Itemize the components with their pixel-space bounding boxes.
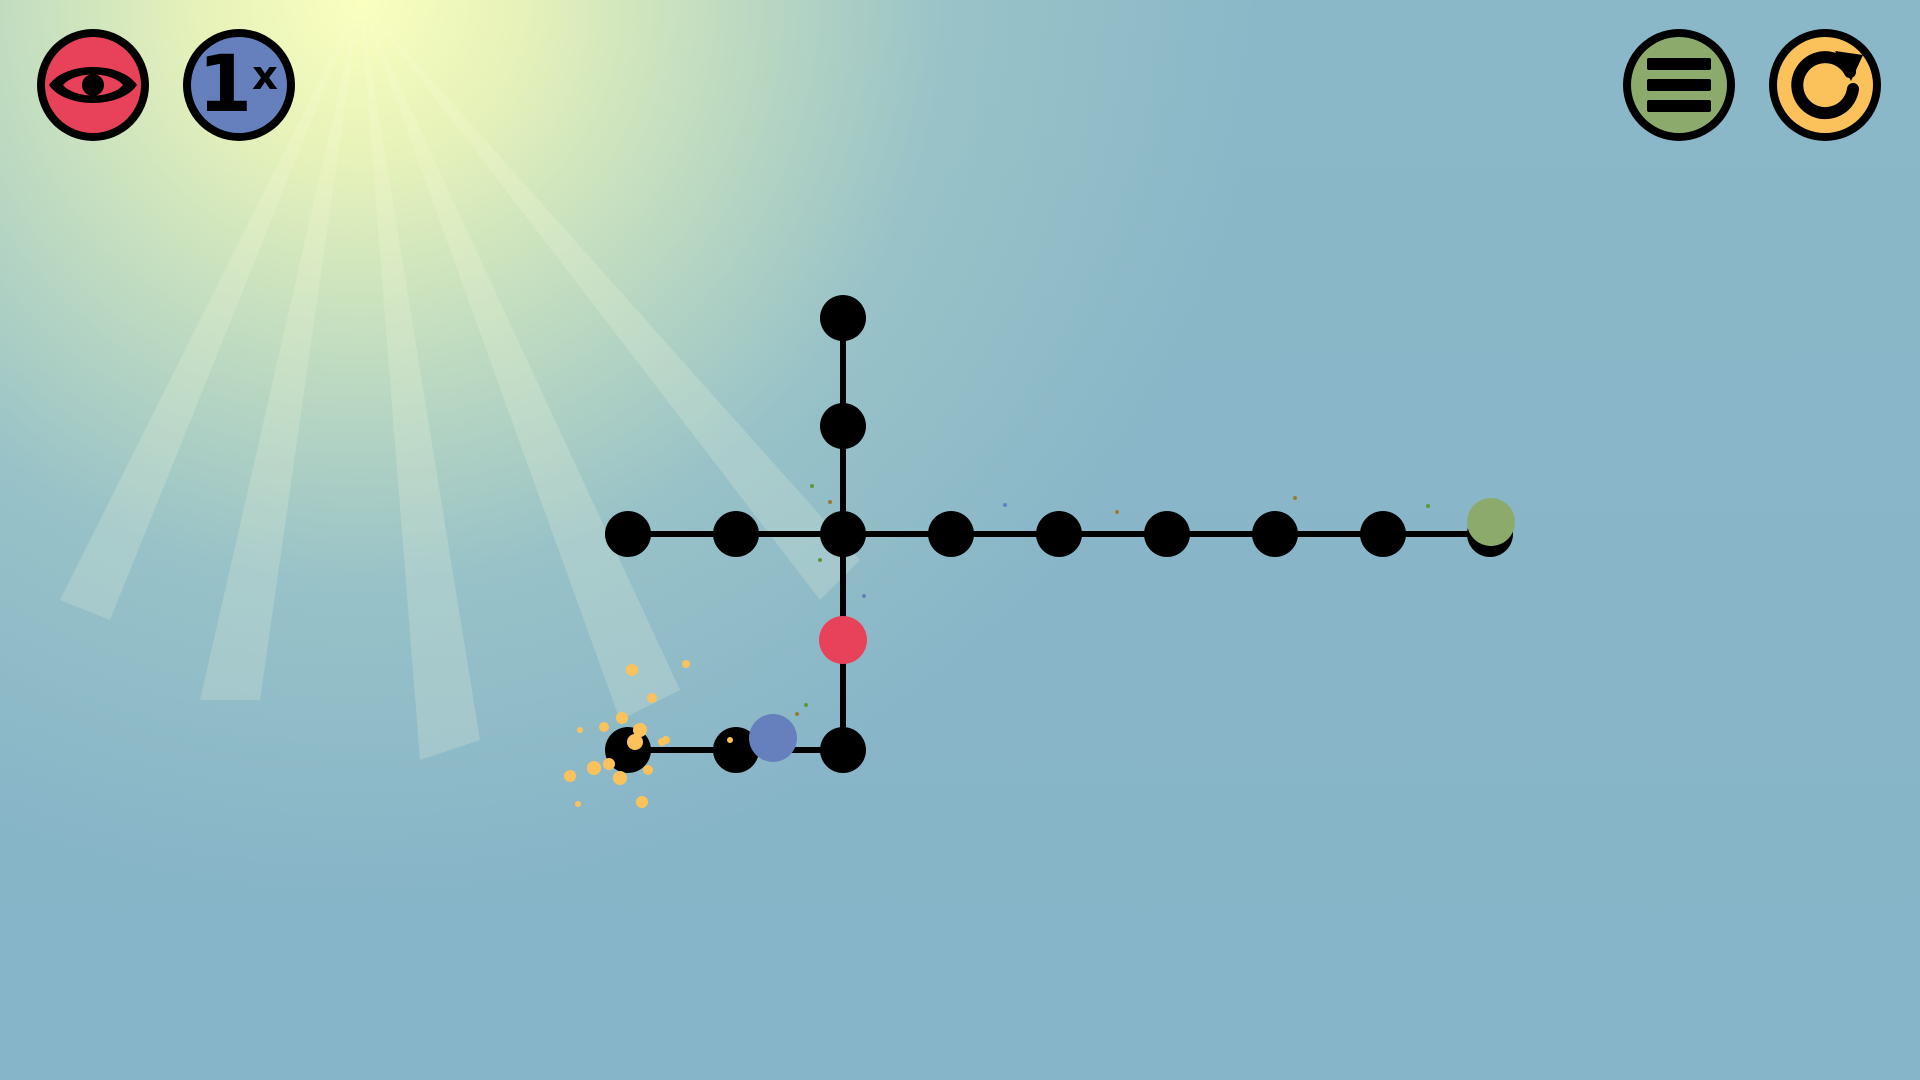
node-right-2[interactable] bbox=[1036, 511, 1082, 557]
hamburger-menu-icon bbox=[1623, 29, 1735, 141]
node-center[interactable] bbox=[820, 511, 866, 557]
speed-button[interactable]: 1 x bbox=[179, 25, 299, 145]
speed-suffix: x bbox=[252, 53, 278, 99]
node-right-4[interactable] bbox=[1252, 511, 1298, 557]
node-right-3[interactable] bbox=[1144, 511, 1190, 557]
node-top-2[interactable] bbox=[820, 403, 866, 449]
node-top-1[interactable] bbox=[820, 295, 866, 341]
restart-button[interactable] bbox=[1765, 25, 1885, 145]
node-bottom-corner[interactable] bbox=[820, 727, 866, 773]
node-bottom-mid[interactable] bbox=[713, 727, 759, 773]
node-left-2[interactable] bbox=[713, 511, 759, 557]
restart-icon bbox=[1769, 29, 1881, 141]
speed-icon: 1 x bbox=[183, 29, 295, 141]
menu-button[interactable] bbox=[1619, 25, 1739, 145]
node-right-5[interactable] bbox=[1360, 511, 1406, 557]
node-left-1[interactable] bbox=[605, 511, 651, 557]
node-right-1[interactable] bbox=[928, 511, 974, 557]
sun-rays bbox=[60, 0, 860, 760]
eye-icon bbox=[37, 29, 149, 141]
track-nodes bbox=[605, 295, 1513, 773]
red-token[interactable] bbox=[819, 616, 867, 664]
green-token[interactable] bbox=[1467, 498, 1515, 546]
blue-token[interactable] bbox=[749, 714, 797, 762]
game-tokens bbox=[749, 498, 1515, 762]
speed-value: 1 bbox=[198, 40, 252, 130]
view-button[interactable] bbox=[33, 25, 153, 145]
dust-particles bbox=[795, 484, 1430, 716]
yellow-spark-particles bbox=[564, 660, 733, 808]
